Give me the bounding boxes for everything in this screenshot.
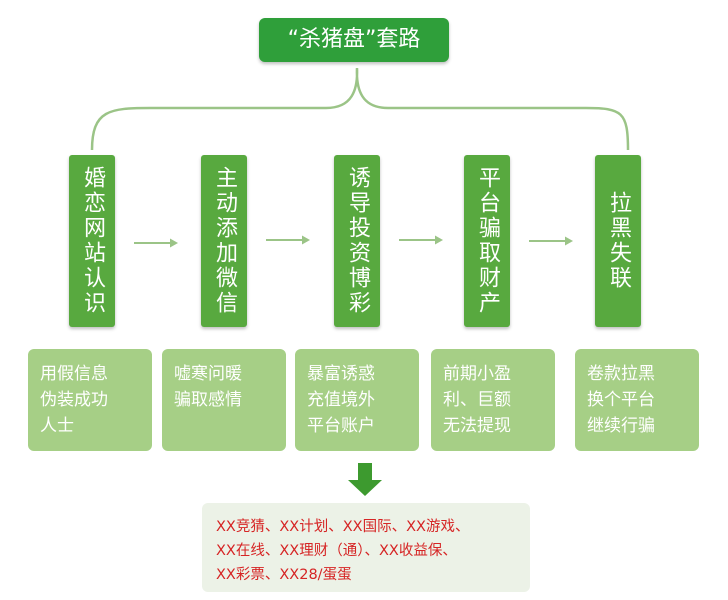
step-box-block-disappear: 拉黑失联 xyxy=(595,155,641,327)
detail-line: 充值境外 xyxy=(307,390,375,410)
detail-box-platform-fraud: 前期小盈 利、巨额 无法提现 xyxy=(431,349,555,451)
step-label: 主动添加微信 xyxy=(212,166,237,316)
diagram-title: “杀猪盘”套路 xyxy=(259,18,449,62)
detail-box-dating-site: 用假信息 伪装成功 人士 xyxy=(28,349,152,451)
step-box-platform-fraud: 平台骗取财产 xyxy=(464,155,510,327)
step-box-induce-gambling: 诱导投资博彩 xyxy=(334,155,380,327)
detail-line: 卷款拉黑 xyxy=(587,364,655,384)
detail-line: 换个平台 xyxy=(587,390,655,410)
step-box-dating-site: 婚恋网站认识 xyxy=(69,155,115,327)
detail-line: 前期小盈 xyxy=(443,364,511,384)
detail-line: 利、巨额 xyxy=(443,390,511,410)
detail-box-induce-gambling: 暴富诱惑 充值境外 平台账户 xyxy=(295,349,419,451)
flow-arrow-3 xyxy=(399,235,443,245)
detail-line: 嘘寒问暖 xyxy=(174,364,242,384)
detail-line: 伪装成功 xyxy=(40,390,108,410)
detail-line: 骗取感情 xyxy=(174,390,242,410)
step-label: 平台骗取财产 xyxy=(475,166,500,316)
detail-box-block-disappear: 卷款拉黑 换个平台 继续行骗 xyxy=(575,349,699,451)
detail-line: 继续行骗 xyxy=(587,416,655,436)
step-box-add-wechat: 主动添加微信 xyxy=(201,155,247,327)
step-label: 诱导投资博彩 xyxy=(345,166,370,316)
flow-arrow-1 xyxy=(134,238,178,248)
platform-list-box: XX竞猜、XX计划、XX国际、XX游戏、 XX在线、XX理财（通）、XX收益保、… xyxy=(202,503,530,592)
detail-line: 无法提现 xyxy=(443,416,511,436)
step-label: 婚恋网站认识 xyxy=(80,166,105,316)
flow-arrow-4 xyxy=(529,236,573,246)
platform-line: XX在线、XX理财（通）、XX收益保、 xyxy=(216,543,457,559)
top-brace xyxy=(90,67,630,151)
detail-box-add-wechat: 嘘寒问暖 骗取感情 xyxy=(162,349,286,451)
platform-line: XX竞猜、XX计划、XX国际、XX游戏、 xyxy=(216,519,470,535)
detail-line: 用假信息 xyxy=(40,364,108,384)
flow-arrow-2 xyxy=(266,235,310,245)
detail-line: 人士 xyxy=(40,416,74,436)
detail-line: 暴富诱惑 xyxy=(307,364,375,384)
detail-line: 平台账户 xyxy=(307,416,375,436)
down-arrow xyxy=(348,463,382,496)
platform-line: XX彩票、XX28/蛋蛋 xyxy=(216,567,352,583)
step-label: 拉黑失联 xyxy=(606,191,631,291)
